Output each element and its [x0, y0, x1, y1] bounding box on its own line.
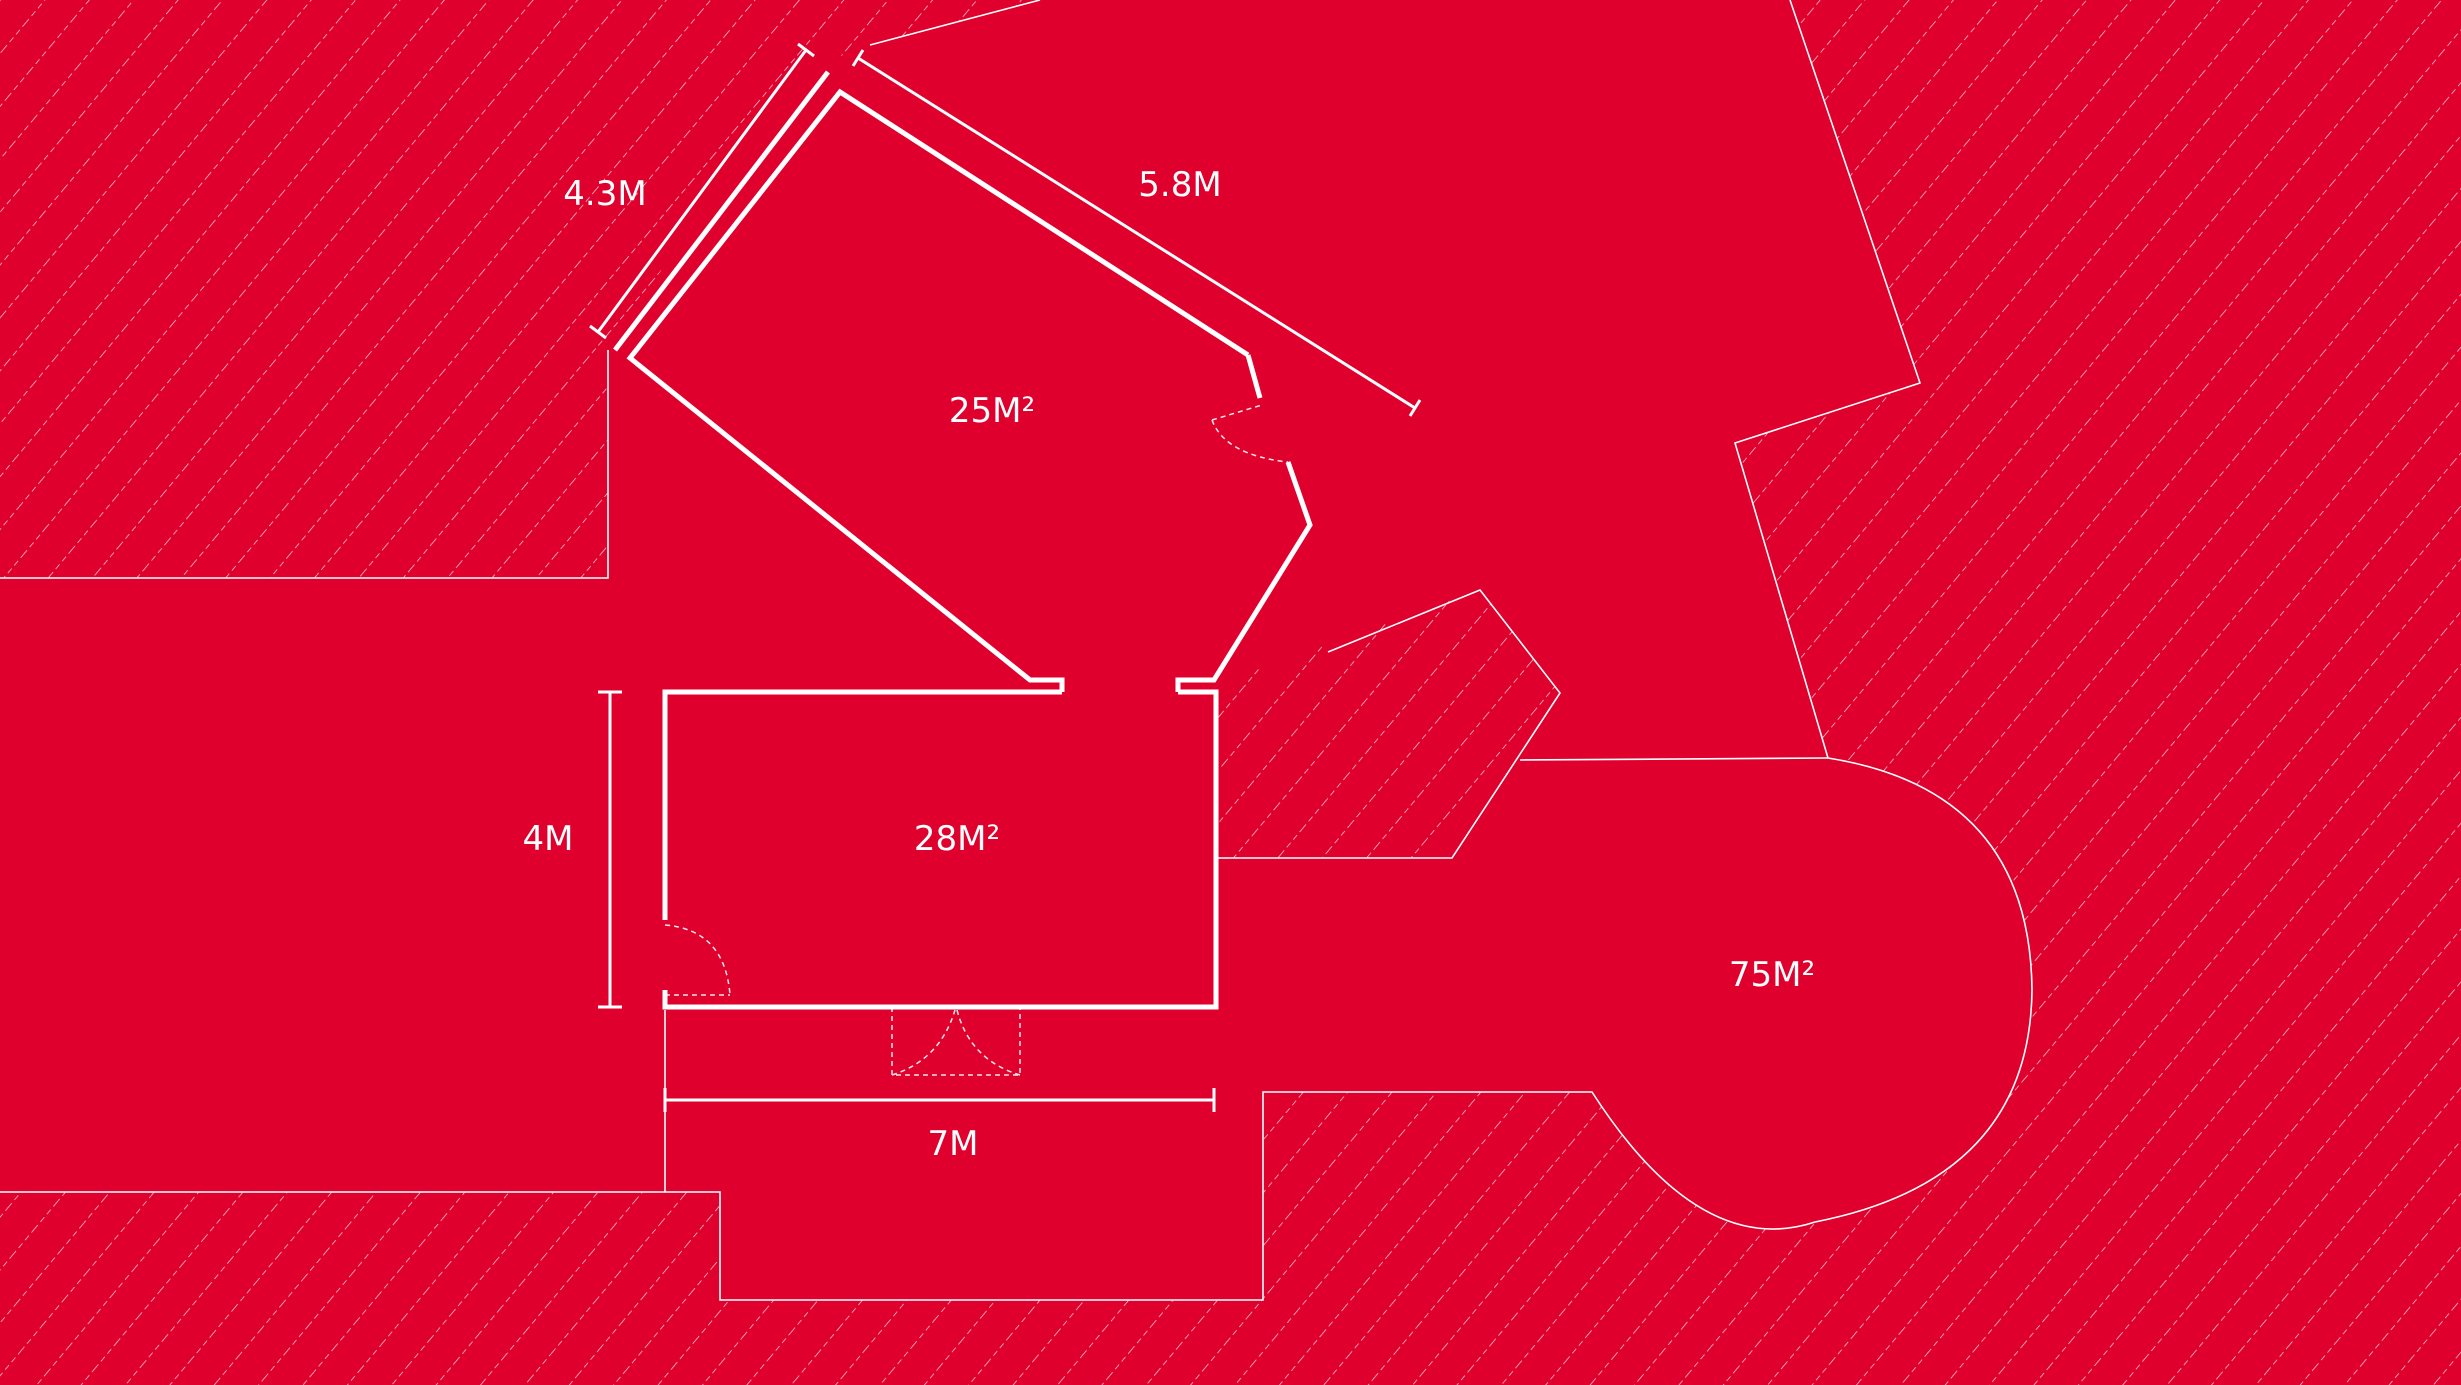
outline-right [0, 0, 2033, 1301]
dimension-line-4m [598, 690, 622, 1009]
dimension-line-7m [663, 1088, 1216, 1112]
outline-top [869, 0, 1041, 46]
dimension-lines [589, 42, 1422, 1112]
outline-courtyard [1519, 757, 1829, 761]
area-label-room-b: 28M² [914, 819, 1000, 859]
door-room-b-left [664, 924, 731, 996]
hatched-area-middle [1218, 590, 1560, 858]
dimension-label-4-3m: 4.3M [563, 174, 646, 214]
area-label-room-c: 75M² [1729, 955, 1815, 995]
hatched-area-top-left [0, 0, 1040, 578]
dimension-label-4m: 4M [523, 819, 574, 859]
outline-top-left [0, 350, 609, 579]
area-label-room-a: 25M² [949, 391, 1035, 431]
wall-room-a-left-double [613, 70, 830, 352]
dimension-line-4-3m [589, 42, 815, 340]
dimension-label-5-8m: 5.8M [1138, 165, 1221, 205]
doors [664, 404, 1289, 1076]
wall-room-a-right-lower [1175, 461, 1313, 692]
dimension-label-7m: 7M [928, 1124, 979, 1164]
wall-room-a-right [1245, 354, 1263, 399]
dimension-line-5-8m [851, 49, 1422, 417]
wall-room-a-main [626, 88, 1250, 692]
labels: 25M² 28M² 75M² 4.3M 5.8M 4M 7M [523, 165, 1816, 1164]
door-room-a [1211, 404, 1289, 463]
room-walls [613, 70, 1313, 1010]
outline-middle [1218, 589, 1561, 859]
door-room-b-double [891, 1007, 1021, 1076]
